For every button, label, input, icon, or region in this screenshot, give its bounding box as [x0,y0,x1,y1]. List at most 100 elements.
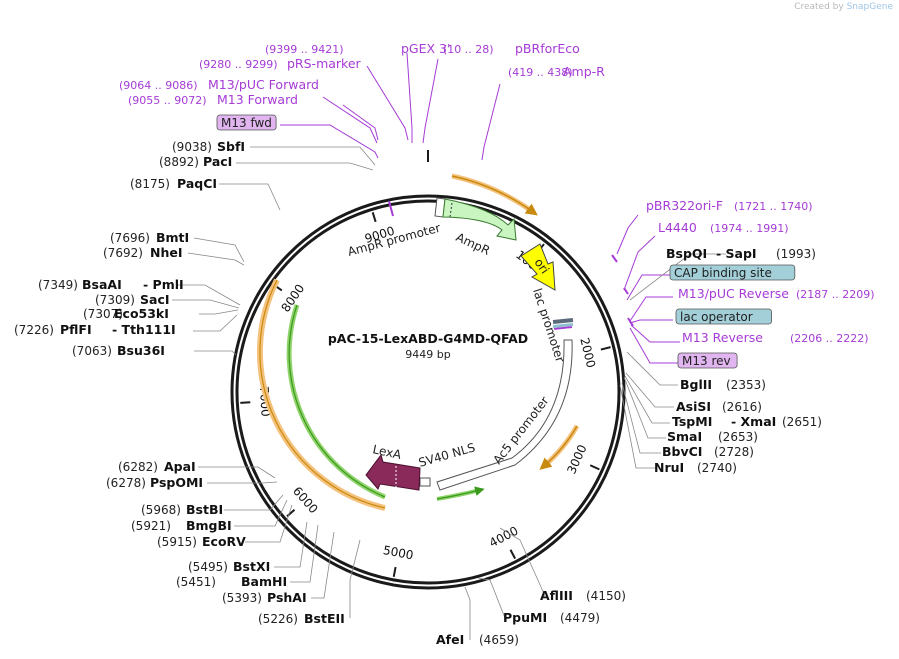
enzyme-name: AflIII [540,588,573,603]
enzyme-position: (9038) [172,140,212,154]
enzyme-name: Eco53kI [114,306,169,321]
primer-position: (1721 .. 1740) [734,200,813,213]
tick-mark [600,346,611,351]
plasmid-name: pAC-15-LexABD-G4MD-QFAD [328,331,528,346]
tick-label: 5000 [382,543,415,562]
primer-position: (9280 .. 9299) [199,58,278,71]
feature-box [669,264,796,281]
enzyme-position: (5968) [141,503,181,517]
enzyme-position: (2728) [714,445,754,459]
ac5-promoter-arrow [436,339,573,491]
tick-label: 2000 [577,336,598,369]
lac-operator-mark [552,317,574,325]
lexa-arrow [365,453,421,491]
enzyme-position: (5495) [188,560,228,574]
enzyme-position: (4479) [560,611,600,625]
primer-name: pGEX 3' [401,41,450,56]
feature-box [675,308,772,325]
enzyme-name: BstEII [304,611,345,626]
enzyme-name: SacI [140,292,170,307]
primer-name: M13/pUC Forward [208,77,319,92]
enzyme-position: (7309) [95,293,135,307]
tick-mark [371,212,377,223]
enzyme-name: Bsu36I [117,343,165,358]
feature-label-ampr: AmpR [454,230,492,258]
enzyme-position: (5915) [157,535,197,549]
enzyme-name: TspMI [672,414,712,429]
enzyme-position: (7226) [14,323,54,337]
enzyme-position: (8892) [159,155,199,169]
tick-label: 8000 [278,282,307,315]
enzyme-position: (7696) [110,231,150,245]
tick-mark [589,464,600,471]
enzyme-name-alt: - XmaI [731,414,776,429]
enzyme-position: (2740) [697,461,737,475]
enzyme-name: PpuMI [503,610,547,625]
enzyme-name: BbvCI [662,444,702,459]
primer-position: (9399 .. 9421) [265,43,344,56]
tick-label: 6000 [290,484,321,516]
enzyme-name-alt: - Tth111I [112,322,176,337]
enzyme-name: PacI [203,154,232,169]
enzyme-position: (4150) [586,589,626,603]
primer-name: M13 Reverse [682,330,763,345]
feature-box [216,114,277,131]
enzyme-name: BmtI [156,230,189,245]
orf-arc-left [256,278,386,511]
backbone-inner [235,199,621,585]
snapgene-logo: SnapGene [846,2,893,12]
enzyme-position: (5393) [222,591,262,605]
enzyme-name: SbfI [217,139,245,154]
enzyme-position: (2353) [726,378,766,392]
enzyme-name: EcoRV [202,534,246,549]
primer-position: (9064 .. 9086) [119,79,198,92]
enzyme-name: PflFI [60,322,92,337]
enzyme-position: (5226) [258,612,298,626]
enzyme-name: BsaAI [82,277,122,292]
enzyme-position: (7349) [38,278,78,292]
primer-position: (10 .. 28) [443,43,494,56]
primer-position: (419 .. 438) [508,66,573,79]
feature-label-ampr-promoter: AmpR promoter [346,221,442,259]
tick-mark [240,401,251,404]
feature-box [677,352,738,369]
enzyme-name: PspOMI [150,475,203,490]
enzyme-position: (2651) [782,415,822,429]
ampr-arrow [442,198,517,241]
enzyme-name: AsiSI [676,399,711,414]
primer-name: M13/pUC Reverse [678,286,789,301]
enzyme-name: NruI [654,460,684,475]
enzyme-name: BstBI [186,502,223,517]
feature-label-sv40-nls: SV40 NLS [417,440,477,470]
feature-box-label: CAP binding site [674,266,772,280]
enzyme-name: ApaI [164,459,196,474]
enzyme-position: (5451) [176,575,216,589]
enzyme-name-alt: - SapI [716,246,757,261]
enzyme-position: (2616) [722,400,762,414]
enzyme-name: BglII [680,377,712,392]
feature-box-label: M13 rev [682,354,731,368]
primer-name: pBRforEco [515,41,580,56]
tick-label: 3000 [564,442,589,476]
enzyme-position: (7307) [83,307,123,321]
enzyme-position: (6278) [106,476,146,490]
enzyme-name: AfeI [436,632,464,647]
primer-name: L4440 [658,220,697,235]
enzyme-position: (8175) [130,177,170,191]
ori-arrow [520,243,556,291]
enzyme-name-alt: - PmlI [143,277,184,292]
primer-name: M13 Forward [217,92,298,107]
tick-mark [286,508,296,518]
feature-box-label: lac operator [680,310,753,324]
enzyme-position: (6282) [118,460,158,474]
primer-position: (2187 .. 2209) [796,288,875,301]
primer-position: (2206 .. 2222) [790,332,869,345]
primer-name: Amp-R [563,64,605,79]
enzyme-position: (4659) [479,633,519,647]
tick-mark [392,566,397,578]
enzyme-position: (1993) [776,247,816,261]
sv40-nls-mark [419,477,431,487]
enzyme-name: SmaI [667,429,702,444]
cap-site-mark [552,322,574,329]
